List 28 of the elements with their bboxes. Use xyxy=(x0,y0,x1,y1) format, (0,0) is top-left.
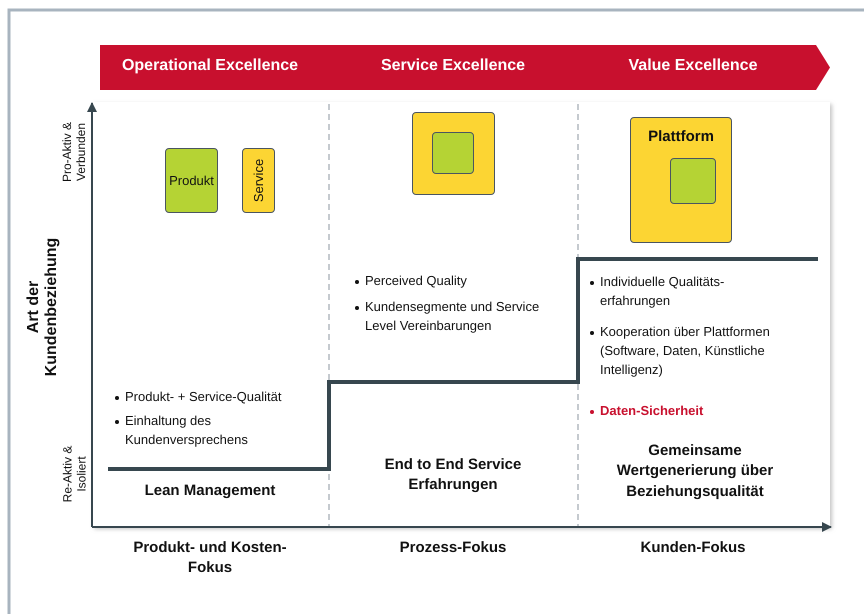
bullet-text: Individuelle Qualitäts-erfahrungen xyxy=(600,273,726,310)
box-label: Service xyxy=(251,158,266,202)
column-label: Gemeinsame Wertgenerierung über Beziehungsqualität xyxy=(616,441,774,502)
column-label: Kunden-Fokus xyxy=(640,538,746,558)
axis-end-label: Pro-Aktiv & Verbunden xyxy=(59,121,89,184)
bullet-text: Perceived Quality xyxy=(365,272,467,290)
column-label: Produkt- und Kosten-Fokus xyxy=(132,538,288,578)
bullet-text: Einhaltung des Kundenversprechens xyxy=(125,412,249,449)
axis-end-label: Re-Aktiv & Isoliert xyxy=(59,444,89,504)
box-label: Plattform xyxy=(648,128,714,145)
bullet-text: Produkt- + Service-Qualität xyxy=(125,388,282,406)
product-box xyxy=(165,148,218,213)
box-label: Produkt xyxy=(169,173,214,188)
product-square xyxy=(670,158,716,204)
banner-label: Value Excellence xyxy=(628,57,758,75)
axis-title: Art der Kundenbeziehung xyxy=(24,236,61,378)
column-label: End to End Service Erfahrungen xyxy=(384,455,522,496)
service-box xyxy=(242,148,275,213)
bullet-text: Kooperation über Plattformen (Software, Daten, Künstliche Intelligenz) xyxy=(600,323,771,379)
banner-label: Service Excellence xyxy=(380,57,526,75)
product-square xyxy=(432,132,474,174)
bullet-text: Kundensegmente und Service Level Vereinbarungen xyxy=(365,298,540,335)
column-label: Prozess-Fokus xyxy=(398,538,508,558)
bullet-text: Daten-Sicherheit xyxy=(600,402,704,420)
banner-label: Operational Excellence xyxy=(120,57,300,75)
column-label: Lean Management xyxy=(144,481,276,501)
platform-box xyxy=(630,117,732,243)
service-square xyxy=(412,112,495,195)
